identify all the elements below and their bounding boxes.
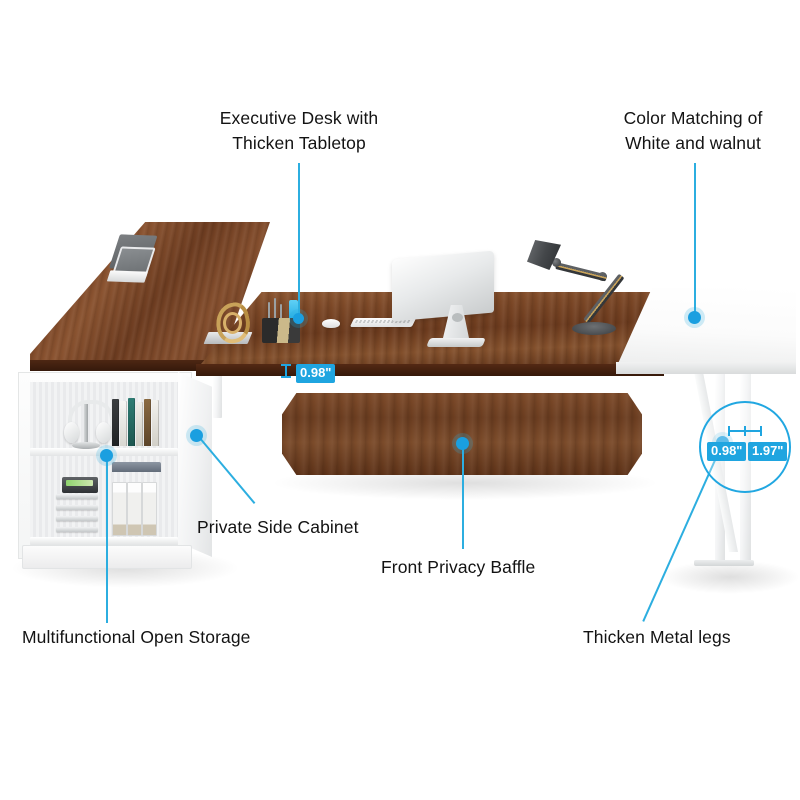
lamp-base (572, 322, 616, 335)
dimension-tabletop-thickness: 0.98" (296, 364, 336, 383)
lamp-upper-arm (555, 262, 608, 282)
leg-foot (694, 560, 754, 566)
book-3 (128, 398, 135, 446)
headphone-earcup-right (96, 422, 111, 443)
calculator (62, 477, 98, 493)
headphone-stand-foot (72, 442, 100, 449)
leg-width-arrow-icon (728, 426, 762, 436)
letter-tray-4 (56, 527, 98, 532)
callout-label-multifunctional-open-storage: Multifunctional Open Storage (22, 627, 251, 647)
letter-tray-1 (56, 494, 98, 499)
pen-3 (280, 304, 282, 322)
lamp-head-joint (552, 258, 561, 267)
computer-mouse (322, 319, 340, 328)
cabinet-side-panel (178, 372, 212, 557)
monitor-panel (392, 250, 494, 322)
dimension-leg-depth: 0.98" (707, 442, 747, 461)
white-tabletop-extension (616, 288, 796, 368)
trophy-gold-inner-ring (223, 312, 242, 334)
callout-label-private-side-cabinet: Private Side Cabinet (197, 517, 359, 537)
book-6 (152, 400, 159, 446)
book-1 (112, 399, 119, 446)
leg-post-center (213, 368, 222, 418)
leader-multifunctional-open-storage (106, 455, 108, 623)
walnut-return-edge (30, 360, 248, 371)
leader-executive-desk (298, 163, 300, 318)
dot-private-side-cabinet (190, 429, 203, 442)
callout-label-color-matching: Color Matching of White and walnut (623, 108, 763, 153)
headphone-stand-post (84, 404, 88, 444)
book-2 (120, 401, 127, 446)
dot-executive-desk (293, 313, 304, 324)
dimension-leg-width: 1.97" (748, 442, 788, 461)
monitor-stand-base (426, 338, 486, 347)
pen-blue-marker (289, 300, 298, 324)
binder-row (112, 470, 164, 536)
pen-1 (268, 302, 270, 322)
binder-1 (112, 482, 127, 536)
binder-3 (142, 482, 157, 536)
callout-label-front-privacy-baffle: Front Privacy Baffle (381, 557, 536, 577)
pen-2 (274, 298, 276, 322)
dot-color-matching (688, 311, 701, 324)
book-row (112, 398, 164, 446)
cabinet-bottom-shelf (30, 537, 178, 545)
letter-tray-3 (56, 516, 98, 521)
dot-multifunctional-open-storage (100, 449, 113, 462)
callout-label-executive-desk: Executive Desk with Thicken Tabletop (219, 108, 379, 153)
leader-color-matching (694, 163, 696, 315)
letter-tray-2 (56, 505, 98, 510)
binder-row-top-cap (112, 462, 161, 472)
book-5 (144, 399, 151, 446)
book-4 (136, 402, 143, 446)
walnut-main-tabletop-edge (196, 364, 664, 376)
dot-front-privacy-baffle (456, 437, 469, 450)
monitor-cable-hole (452, 313, 463, 322)
leader-front-privacy-baffle (462, 443, 464, 549)
white-tabletop-edge (616, 362, 796, 374)
binder-2 (127, 482, 142, 536)
callout-label-thicken-metal-legs: Thicken Metal legs (583, 627, 731, 647)
document-holder-tray (106, 270, 148, 283)
thickness-arrow-icon (281, 364, 291, 378)
headphone-earcup-left (64, 422, 79, 443)
